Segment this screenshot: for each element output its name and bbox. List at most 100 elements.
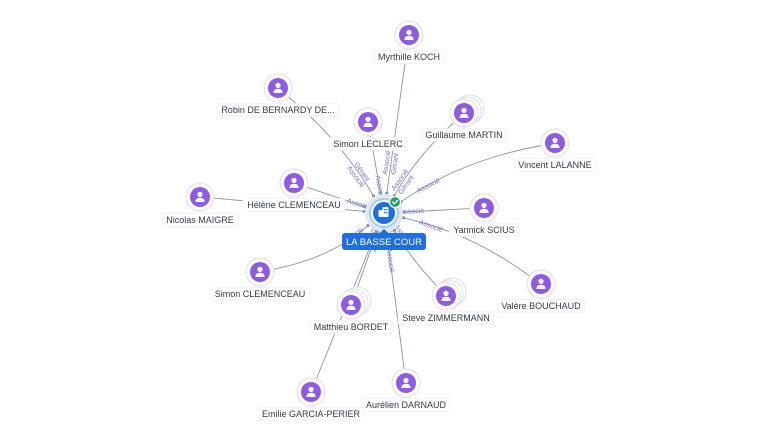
person-node-zimmermann[interactable]: Steve ZIMMERMANN: [397, 277, 495, 325]
edge-arrowhead: [402, 216, 406, 220]
person-icon: [441, 290, 451, 301]
relationship-edge: [386, 47, 408, 194]
relationship-edge: [400, 145, 543, 203]
person-node-bouchaud[interactable]: Valère BOUCHAUD: [496, 269, 586, 313]
person-name-label[interactable]: Simon CLEMENCEAU: [210, 287, 310, 301]
person-name-label[interactable]: Vincent LALANNE: [513, 158, 597, 172]
avatar: [301, 382, 321, 402]
person-name-label[interactable]: Steve ZIMMERMANN: [397, 311, 495, 325]
person-node-garcia[interactable]: Emilie GARCIA-PERIER: [257, 377, 365, 421]
person-name-box: [328, 137, 408, 151]
avatar: [545, 133, 565, 153]
person-name-label[interactable]: Guillaume MARTIN: [420, 128, 508, 142]
avatar: [436, 286, 456, 306]
avatar: [250, 262, 270, 282]
person-name: Matthieu BORDET: [314, 322, 389, 332]
person-name: Aurélien DARNAUD: [366, 400, 447, 410]
avatar: [190, 187, 210, 207]
person-icon: [459, 107, 469, 118]
person-icon: [404, 29, 414, 40]
person-node-s_clemenceau[interactable]: Simon CLEMENCEAU: [210, 257, 310, 301]
person-name: Myrthille KOCH: [378, 52, 440, 62]
person-name: Guillaume MARTIN: [425, 130, 502, 140]
person-name-box: [361, 398, 451, 412]
person-icon: [273, 82, 283, 93]
person-name: Simon LECLERC: [333, 139, 403, 149]
person-name-box: [216, 103, 340, 117]
person-node-bordet[interactable]: Matthieu BORDET: [309, 286, 393, 334]
edge-arrowhead: [378, 191, 383, 195]
person-node-debernardy[interactable]: Robin DE BERNARDY DE...: [216, 73, 340, 117]
company-name: LA BASSE COUR: [346, 237, 422, 248]
person-name: Hélène CLEMENCEAU: [247, 200, 341, 210]
edge-role-label: Gérant: [390, 153, 400, 175]
edge-arrowhead: [402, 210, 406, 214]
edge-role-label: Associé: [385, 248, 395, 273]
person-name: Robin DE BERNARDY DE...: [221, 105, 334, 115]
person-name-label[interactable]: Aurélien DARNAUD: [361, 398, 451, 412]
person-name-label[interactable]: Emilie GARCIA-PERIER: [257, 407, 365, 421]
avatar: [396, 373, 416, 393]
verified-check-icon: [388, 195, 402, 209]
person-name-label[interactable]: Valère BOUCHAUD: [496, 299, 586, 313]
relationship-edge: [403, 217, 531, 277]
person-name: Emilie GARCIA-PERIER: [262, 409, 361, 419]
person-name: Steve ZIMMERMANN: [402, 313, 490, 323]
edge-arrowhead: [362, 209, 366, 213]
person-icon: [195, 191, 205, 202]
person-name: Simon CLEMENCEAU: [215, 289, 306, 299]
avatar: [474, 198, 494, 218]
person-name-label[interactable]: Nicolas MAIGRE: [161, 213, 239, 227]
person-node-leclerc[interactable]: Simon LECLERC: [328, 107, 408, 151]
edge-role-label: Associé: [382, 150, 392, 175]
person-name-box: [513, 158, 597, 172]
person-node-martin[interactable]: Guillaume MARTIN: [420, 94, 508, 142]
person-name-label[interactable]: Myrthille KOCH: [373, 50, 445, 64]
avatar: [531, 274, 551, 294]
person-name-label[interactable]: Hélène CLEMENCEAU: [242, 198, 346, 212]
building-icon: [378, 207, 389, 217]
person-name-box: [257, 407, 365, 421]
person-name: Valère BOUCHAUD: [501, 301, 581, 311]
relationship-edge: [403, 208, 472, 213]
edge-role-label: Associé: [400, 208, 425, 216]
person-node-koch[interactable]: Myrthille KOCH: [373, 20, 445, 64]
person-name-box: [242, 198, 346, 212]
person-name: Yannick SCIUS: [453, 225, 514, 235]
person-icon: [255, 266, 265, 277]
person-name-box: [309, 320, 393, 334]
person-name-label[interactable]: Yannick SCIUS: [448, 223, 520, 237]
person-name-label[interactable]: Robin DE BERNARDY DE...: [216, 103, 340, 117]
person-node-scius[interactable]: Yannick SCIUS: [448, 193, 520, 237]
nodes-layer: Myrthille KOCH Robin DE BERNARDY DE... Sim…: [161, 20, 597, 421]
person-name: Nicolas MAIGRE: [166, 215, 234, 225]
person-node-h_clemenceau[interactable]: Hélène CLEMENCEAU: [242, 168, 346, 212]
person-name-label[interactable]: Simon LECLERC: [328, 137, 408, 151]
edge-role-label: Associé: [374, 175, 385, 200]
edge-arrowhead: [363, 205, 367, 209]
person-node-lalanne[interactable]: Vincent LALANNE: [513, 128, 597, 172]
person-icon: [289, 177, 299, 188]
person-icon: [306, 386, 316, 397]
person-icon: [536, 278, 546, 289]
person-icon: [363, 116, 373, 127]
person-name-box: [448, 223, 520, 237]
person-icon: [479, 202, 489, 213]
avatar: [284, 173, 304, 193]
edge-role-label: Associé: [418, 219, 444, 234]
person-icon: [550, 137, 560, 148]
company-name-badge[interactable]: LA BASSE COUR: [342, 229, 426, 250]
person-name-box: [373, 50, 445, 64]
person-icon: [346, 299, 356, 310]
company-node[interactable]: LA BASSE COUR: [342, 194, 426, 250]
edge-role-label: Associé: [416, 177, 441, 195]
edge-arrowhead: [366, 224, 370, 228]
person-name-label[interactable]: Matthieu BORDET: [309, 320, 393, 334]
person-node-darnaud[interactable]: Aurélien DARNAUD: [361, 368, 451, 412]
person-name: Vincent LALANNE: [518, 160, 591, 170]
person-name-box: [496, 299, 586, 313]
person-node-maigre[interactable]: Nicolas MAIGRE: [161, 182, 239, 227]
person-icon: [401, 377, 411, 388]
person-name-box: [161, 213, 239, 227]
